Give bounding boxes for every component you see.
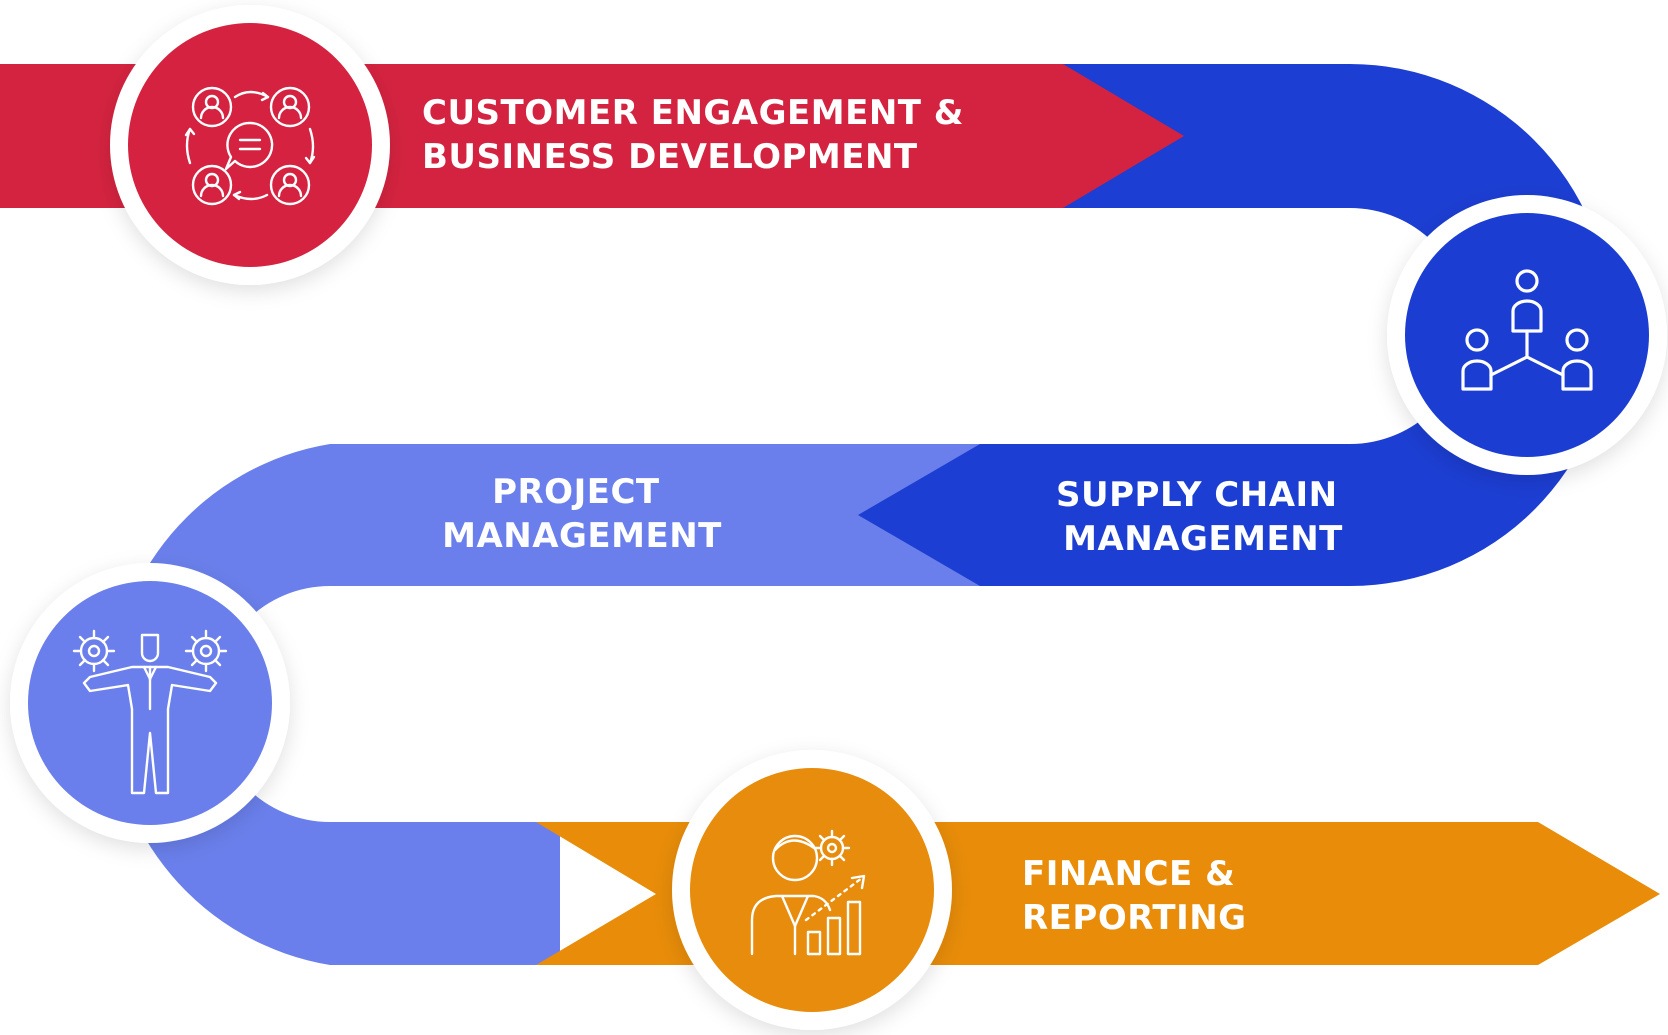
finance-stage-badge — [672, 750, 952, 1030]
project-title-line-1: PROJECT — [492, 472, 660, 512]
project-ribbon — [108, 444, 980, 965]
finance-growth-chart-icon — [750, 829, 866, 956]
supply-chain-arrow-tip — [858, 444, 980, 586]
finance-stage-title: FINANCE & REPORTING — [1022, 854, 1248, 938]
customer-title-line-2: BUSINESS DEVELOPMENT — [422, 137, 918, 177]
supply-chain-ribbon — [920, 64, 1611, 586]
project-title-line-2: MANAGEMENT — [442, 516, 722, 556]
customer-stage-badge — [110, 5, 390, 285]
supply-title-line-1: SUPPLY CHAIN — [1056, 475, 1338, 515]
supply-title-line-2: MANAGEMENT — [1063, 519, 1343, 559]
customer-engagement-icon — [184, 86, 316, 206]
finance-title-line-1: FINANCE & — [1022, 854, 1235, 894]
customer-stage-title: CUSTOMER ENGAGEMENT & BUSINESS DEVELOPME… — [422, 93, 976, 177]
project-stage-title: PROJECT MANAGEMENT — [442, 472, 722, 556]
finance-title-line-2: REPORTING — [1022, 898, 1247, 938]
customer-title-line-1: CUSTOMER ENGAGEMENT & — [422, 93, 964, 133]
supply-chain-stage-title: SUPPLY CHAIN MANAGEMENT — [1056, 475, 1350, 559]
project-manager-gears-icon — [72, 629, 228, 795]
supply-chain-network-icon — [1461, 269, 1593, 391]
